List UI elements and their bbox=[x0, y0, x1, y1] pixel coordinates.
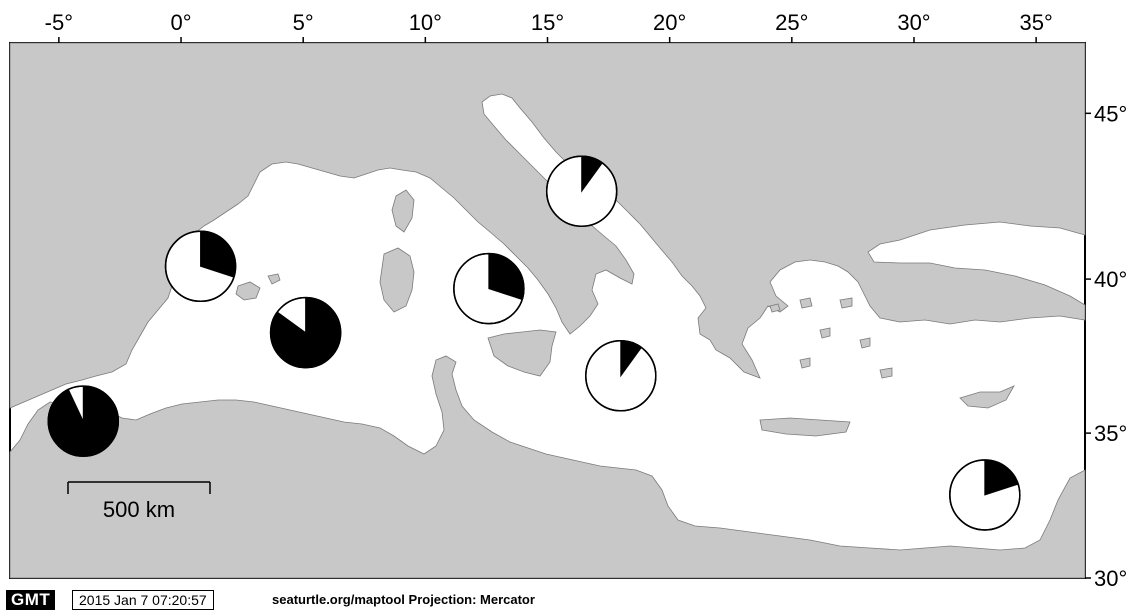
lon-tick-label: 35° bbox=[1019, 10, 1052, 35]
land-corsica bbox=[391, 189, 415, 233]
pie-charts bbox=[47, 155, 1021, 531]
timestamp: 2015 Jan 7 07:20:57 bbox=[72, 590, 214, 610]
pie-outline bbox=[47, 385, 120, 457]
scale-bar: 500 km bbox=[67, 481, 211, 522]
land-balearics bbox=[235, 281, 261, 301]
pie-outline bbox=[269, 296, 342, 369]
latitude-ticks: 45° 40° 35° 30° bbox=[1085, 101, 1127, 591]
scale-bar-label: 500 km bbox=[103, 497, 175, 522]
caption: seaturtle.org/maptool Projection: Mercat… bbox=[272, 592, 535, 607]
footer: GMT 2015 Jan 7 07:20:57 seaturtle.org/ma… bbox=[6, 590, 766, 612]
lon-tick-label: 15° bbox=[531, 10, 564, 35]
pie-outline bbox=[545, 155, 618, 227]
lon-tick-label: 10° bbox=[409, 10, 442, 35]
pie-balearic bbox=[269, 296, 342, 369]
lat-tick-label: 30° bbox=[1094, 566, 1127, 591]
land-menorca bbox=[267, 273, 281, 285]
lon-tick-label: 5° bbox=[293, 10, 314, 35]
land-cyprus bbox=[959, 385, 1015, 409]
land-europe bbox=[9, 42, 1086, 409]
pie-outline bbox=[453, 252, 525, 325]
pie-outline bbox=[164, 230, 237, 303]
pie-levant bbox=[949, 459, 1021, 531]
pie-outline bbox=[585, 340, 657, 412]
lon-tick-label: 30° bbox=[897, 10, 930, 35]
land-aegean-islands bbox=[769, 297, 893, 379]
gmt-logo: GMT bbox=[6, 590, 56, 610]
lat-tick-label: 45° bbox=[1094, 101, 1127, 126]
pie-west-alboran bbox=[47, 385, 120, 457]
lon-tick-label: 0° bbox=[170, 10, 191, 35]
lat-tick-label: 40° bbox=[1094, 267, 1127, 292]
lat-tick-label: 35° bbox=[1094, 421, 1127, 446]
land-sardinia bbox=[379, 247, 415, 313]
lon-tick-label: -5° bbox=[45, 10, 73, 35]
pie-tyrrhenian bbox=[453, 252, 525, 325]
longitude-ticks: -5° 0° 5° 10° 15° 20° 25° 30° 35° bbox=[45, 10, 1053, 43]
pie-east-spain bbox=[164, 230, 237, 303]
lon-tick-label: 20° bbox=[653, 10, 686, 35]
lon-tick-label: 25° bbox=[775, 10, 808, 35]
land-masses bbox=[9, 42, 1086, 579]
land-crete bbox=[759, 417, 851, 437]
land-sicily bbox=[487, 329, 557, 377]
pie-outline bbox=[949, 459, 1021, 531]
pie-adriatic bbox=[545, 155, 618, 227]
land-africa bbox=[9, 355, 1086, 579]
pie-ionian bbox=[585, 340, 657, 412]
